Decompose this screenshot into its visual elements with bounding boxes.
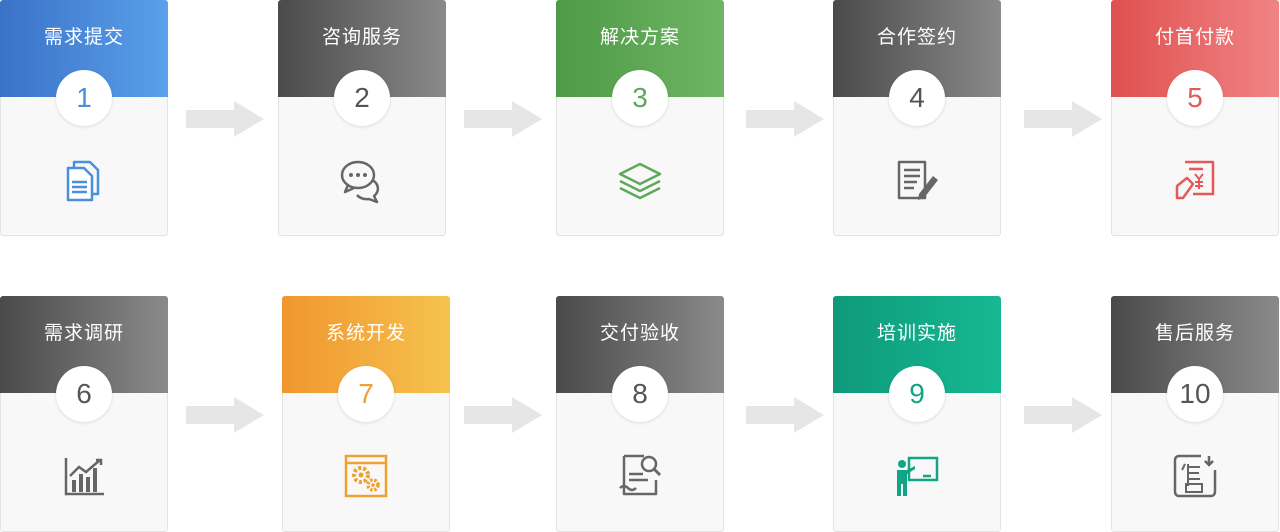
gears-window-icon — [344, 454, 388, 498]
step-card-4: 合作签约 4 — [833, 0, 1001, 236]
step-number: 6 — [56, 366, 112, 422]
bar-chart-icon — [64, 458, 104, 496]
training-board-icon — [897, 456, 939, 496]
step-title: 需求提交 — [43, 26, 124, 48]
step-title: 交付验收 — [599, 322, 680, 344]
step-number: 8 — [612, 366, 668, 422]
step-number: 1 — [56, 70, 112, 126]
step-number: 3 — [612, 70, 668, 126]
arrow-right-icon — [1024, 101, 1102, 137]
document-search-icon — [619, 454, 662, 496]
step-card-10: 售后服务 10 — [1111, 296, 1279, 532]
step-title: 付首付款 — [1154, 26, 1235, 48]
after-sales-icon — [1173, 454, 1217, 498]
step-title: 培训实施 — [876, 322, 957, 344]
step-number: 9 — [889, 366, 945, 422]
step-card-5: 付首付款 5 — [1111, 0, 1279, 236]
step-title: 售后服务 — [1154, 322, 1235, 344]
step-title: 合作签约 — [876, 26, 957, 48]
step-title: 需求调研 — [43, 322, 124, 344]
arrow-right-icon — [746, 101, 824, 137]
arrow-right-icon — [186, 101, 264, 137]
layers-icon — [618, 162, 662, 200]
step-title: 解决方案 — [599, 26, 680, 48]
contract-pen-icon — [897, 160, 938, 200]
step-card-7: 系统开发 7 — [282, 296, 450, 532]
step-card-1: 需求提交 1 — [0, 0, 168, 236]
chat-bubbles-icon — [340, 160, 380, 204]
arrow-right-icon — [1024, 397, 1102, 433]
step-card-2: 咨询服务 2 — [278, 0, 446, 236]
arrow-right-icon — [464, 101, 542, 137]
step-card-9: 培训实施 9 — [833, 296, 1001, 532]
step-number: 4 — [889, 70, 945, 126]
arrow-right-icon — [186, 397, 264, 433]
step-card-8: 交付验收 8 — [556, 296, 724, 532]
step-title: 咨询服务 — [321, 26, 402, 48]
payment-yen-icon — [1175, 160, 1215, 200]
step-card-6: 需求调研 6 — [0, 296, 168, 532]
step-title: 系统开发 — [325, 322, 406, 344]
step-number: 5 — [1167, 70, 1223, 126]
step-card-3: 解决方案 3 — [556, 0, 724, 236]
step-number: 2 — [334, 70, 390, 126]
arrow-right-icon — [746, 397, 824, 433]
documents-icon — [66, 160, 100, 202]
arrow-right-icon — [464, 397, 542, 433]
step-number: 10 — [1167, 366, 1223, 422]
step-number: 7 — [338, 366, 394, 422]
